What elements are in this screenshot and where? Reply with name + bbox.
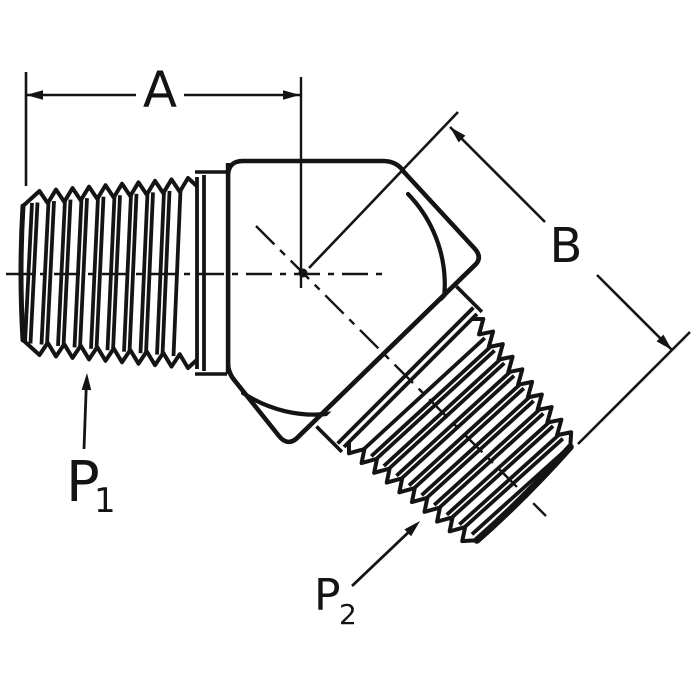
dimension-a	[24, 72, 300, 186]
dim-b-ext-upper	[308, 111, 459, 269]
fitting-body	[225, 158, 482, 445]
thread-flank-line	[127, 193, 139, 353]
center-point	[298, 268, 308, 278]
port2-label: P2	[314, 570, 357, 631]
body-face-lines	[225, 163, 478, 441]
port1-leader	[81, 373, 92, 450]
dim-b-line-lower	[596, 274, 673, 351]
thread-flank-line	[89, 197, 100, 349]
dim-a-label: A	[143, 61, 177, 119]
thread-flank-line	[445, 420, 551, 517]
thread-flank-line	[45, 200, 56, 346]
thread-flank-line	[432, 407, 542, 507]
thread-flank-line	[171, 189, 183, 357]
collar-edge-top	[455, 285, 484, 314]
dim-b-arrow-upper	[450, 127, 466, 143]
port1-arrow-shaft	[82, 379, 88, 450]
port2-leader	[351, 521, 420, 588]
collar-edge-bottom	[315, 425, 344, 454]
dim-a-arrow-right	[283, 90, 300, 100]
thread-flank-line	[138, 192, 150, 354]
thread-flank-line	[94, 196, 106, 350]
port1-arrowhead	[81, 373, 92, 391]
thread-flank-line	[28, 202, 40, 344]
p2-face-line	[294, 262, 478, 441]
thread-flank-line	[144, 192, 155, 354]
dimension-b	[308, 111, 691, 445]
thread-flank-line	[78, 198, 89, 348]
port1-label: P1	[66, 450, 116, 521]
dim-b-label: B	[550, 218, 583, 274]
centerlines	[6, 77, 547, 517]
thread-flank-line	[470, 445, 571, 536]
dim-b-line-upper	[449, 126, 546, 223]
dim-b-ext-lower	[577, 331, 691, 445]
thread-flank-line	[361, 336, 487, 452]
dim-b-arrow-lower	[656, 334, 672, 350]
dim-a-arrow-left	[26, 90, 43, 100]
port2-arrowhead	[404, 521, 420, 537]
port2-arrow-shaft	[351, 525, 415, 588]
body-outline	[225, 158, 482, 445]
